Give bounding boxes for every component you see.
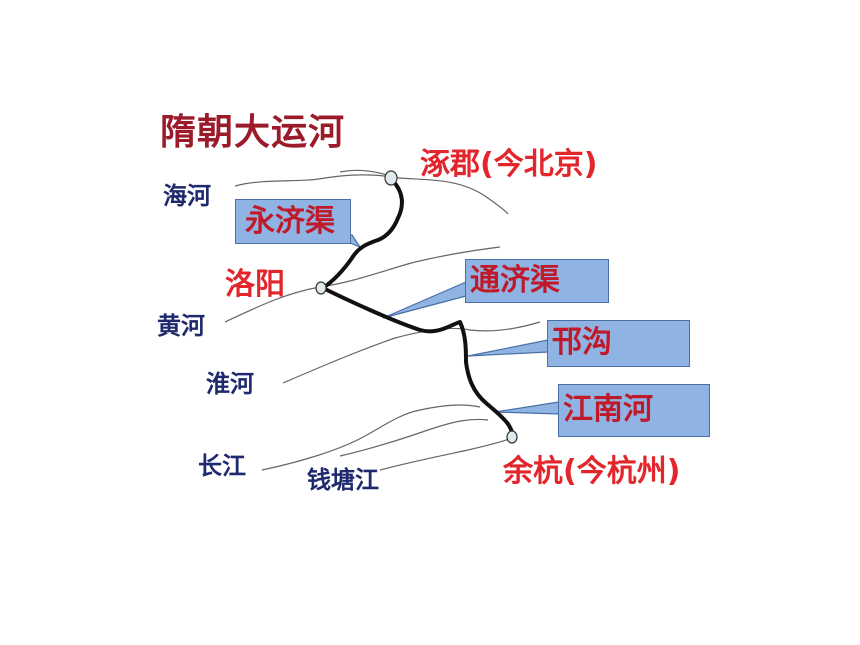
river-label-haihe: 海河 [163,182,211,210]
qiantangjiang-river-line [379,436,516,471]
canal-label-tongjiqu: 通济渠 [470,263,560,298]
callout-box-jiangnanhe [558,384,710,437]
jiangnanhe-pointer [494,401,560,415]
yuhang-marker [506,430,518,444]
zhuojun-marker [384,170,398,186]
river-label-huanghe: 黄河 [157,312,205,340]
map-title: 隋朝大运河 [160,112,346,153]
changjiang-river-line [261,404,481,471]
city-label-luoyang: 洛阳 [225,267,285,302]
city-label-zhuojun: 涿郡(今北京) [420,147,598,182]
canal-label-yongjiqu: 永济渠 [245,204,335,239]
river-label-changjiang: 长江 [198,452,246,480]
callout-box-hangou [547,320,690,367]
changjiang-south-line [339,418,489,457]
hangou-pointer [467,339,549,357]
tongjiqu-pointer [382,281,467,319]
callout-box-yongjiqu [235,199,351,244]
grand-canal-line [321,178,515,440]
river-label-qiantangjiang: 钱塘江 [307,466,379,494]
canal-label-hangou: 邗沟 [552,325,612,360]
canal-label-jiangnanhe: 江南河 [563,392,653,427]
luoyang-marker [315,281,327,295]
river-label-huaihe: 淮河 [206,370,254,398]
city-label-yuhang: 余杭(今杭州) [503,454,681,489]
huanghe-river-line [224,246,501,323]
callout-box-tongjiqu [465,259,609,303]
